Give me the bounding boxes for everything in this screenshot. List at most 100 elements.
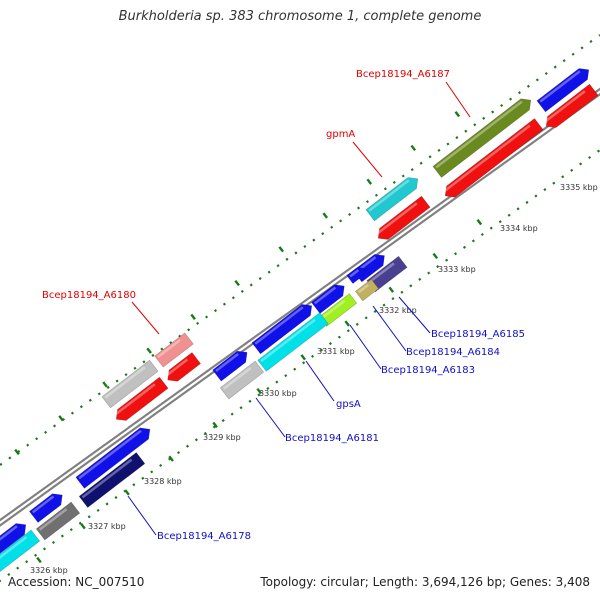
gene-block xyxy=(101,359,159,409)
map-title: Burkholderia sp. 383 chromosome 1, compl… xyxy=(118,9,482,24)
gene-block-shine xyxy=(165,358,189,377)
gene-block-body xyxy=(0,523,27,562)
gene-label: Bcep18194_A6187 xyxy=(356,69,450,80)
gene-block-body xyxy=(365,177,419,222)
outer-major-tick xyxy=(454,111,461,118)
gene-block-body xyxy=(545,83,599,128)
gene-block-body xyxy=(115,376,169,421)
gene-block xyxy=(365,177,419,222)
gene-label-leader xyxy=(352,141,383,178)
gene-block-body xyxy=(251,304,313,355)
gene-block xyxy=(376,195,431,240)
scale-tick-label: 3332 kbp xyxy=(379,306,417,315)
outer-major-tick xyxy=(278,246,284,253)
gene-block-shine xyxy=(260,318,316,363)
gene-block xyxy=(0,523,27,562)
gene-block-shine xyxy=(321,299,346,319)
gene-block-shine xyxy=(544,90,586,123)
inner-major-tick xyxy=(80,523,86,530)
inner-scale-dots xyxy=(0,149,600,583)
gene-block-shine xyxy=(104,366,146,399)
outer-major-tick xyxy=(366,178,373,185)
gene-label-leader xyxy=(398,296,431,334)
gene-block-body xyxy=(78,452,146,508)
outer-major-tick xyxy=(14,448,20,456)
gene-block-body xyxy=(101,359,159,409)
gene-block-shine xyxy=(222,367,252,390)
gene-block-shine xyxy=(0,525,18,552)
gene-label: Bcep18194_A6185 xyxy=(431,329,525,340)
gene-block-body xyxy=(0,529,41,575)
gene-block-body xyxy=(377,195,431,240)
gene-block xyxy=(257,312,329,372)
scale-tick-label: 3326 kbp xyxy=(30,566,68,575)
outer-major-tick xyxy=(234,279,240,287)
gene-block-body xyxy=(75,427,151,489)
gene-block-body xyxy=(311,284,345,314)
gene-block-body xyxy=(29,493,63,523)
gene-block xyxy=(354,278,380,302)
inner-major-tick xyxy=(476,219,483,226)
outer-scale-dots xyxy=(0,34,600,466)
gene-label-leader xyxy=(255,397,286,438)
gene-block xyxy=(29,493,63,523)
gene-block-shine xyxy=(539,70,581,103)
outer-major-tick xyxy=(190,313,196,320)
gene-label: gpsA xyxy=(336,399,361,410)
gene-block xyxy=(346,266,365,284)
scale-tick-label: 3329 kbp xyxy=(203,433,241,442)
inner-major-tick xyxy=(212,421,218,428)
gene-block-body xyxy=(35,501,81,541)
gene-block-body xyxy=(536,68,590,113)
outer-major-tick xyxy=(410,144,417,152)
inner-major-tick xyxy=(344,320,350,327)
inner-major-tick xyxy=(300,354,306,361)
gene-block-body xyxy=(444,118,544,198)
gene-label: Bcep18194_A6184 xyxy=(406,347,500,358)
outer-major-tick xyxy=(102,381,108,388)
gene-block-body xyxy=(346,266,365,284)
outer-major-tick xyxy=(58,415,64,422)
scale-tick-label: 3328 kbp xyxy=(144,477,182,486)
scale-tick-label: 3335 kbp xyxy=(560,183,598,192)
inner-major-tick xyxy=(432,252,439,260)
gene-block-body xyxy=(212,350,248,382)
gene-block-body xyxy=(219,360,265,400)
gene-block xyxy=(35,501,81,541)
gene-block-shine xyxy=(215,352,239,372)
inner-major-tick xyxy=(124,489,130,496)
gene-label-leader xyxy=(131,301,160,335)
scale-tick-label: 3327 kbp xyxy=(88,522,126,531)
gene-block xyxy=(78,452,146,508)
gene-label-leader xyxy=(127,495,157,536)
gene-block-shine xyxy=(254,306,304,345)
gene-block-shine xyxy=(0,536,28,565)
gene-label-leader xyxy=(349,324,382,370)
gene-label: Bcep18194_A6181 xyxy=(285,433,379,444)
gene-block-shine xyxy=(114,383,156,416)
inner-major-tick xyxy=(36,556,42,564)
gene-block-shine xyxy=(31,495,55,514)
gene-label-leader xyxy=(305,360,335,402)
gene-block xyxy=(311,284,345,314)
gene-block xyxy=(219,360,265,400)
gene-block-body xyxy=(354,278,380,302)
gene-block-shine xyxy=(369,262,395,283)
gene-label: gpmA xyxy=(326,129,355,140)
gene-block-shine xyxy=(313,286,337,305)
gene-block xyxy=(443,118,544,198)
gene-block xyxy=(544,83,599,128)
scale-tick-label: 3333 kbp xyxy=(438,265,476,274)
gene-block xyxy=(212,350,248,382)
gene-block-shine xyxy=(349,269,360,278)
gene-label-leader xyxy=(445,81,471,118)
gene-block-shine xyxy=(38,508,68,531)
gene-block xyxy=(0,529,41,575)
gene-block xyxy=(165,352,201,382)
gene-label-leader xyxy=(372,305,407,352)
gene-block xyxy=(251,304,313,355)
gene-block xyxy=(114,376,169,421)
scale-tick-label: 3334 kbp xyxy=(500,224,538,233)
